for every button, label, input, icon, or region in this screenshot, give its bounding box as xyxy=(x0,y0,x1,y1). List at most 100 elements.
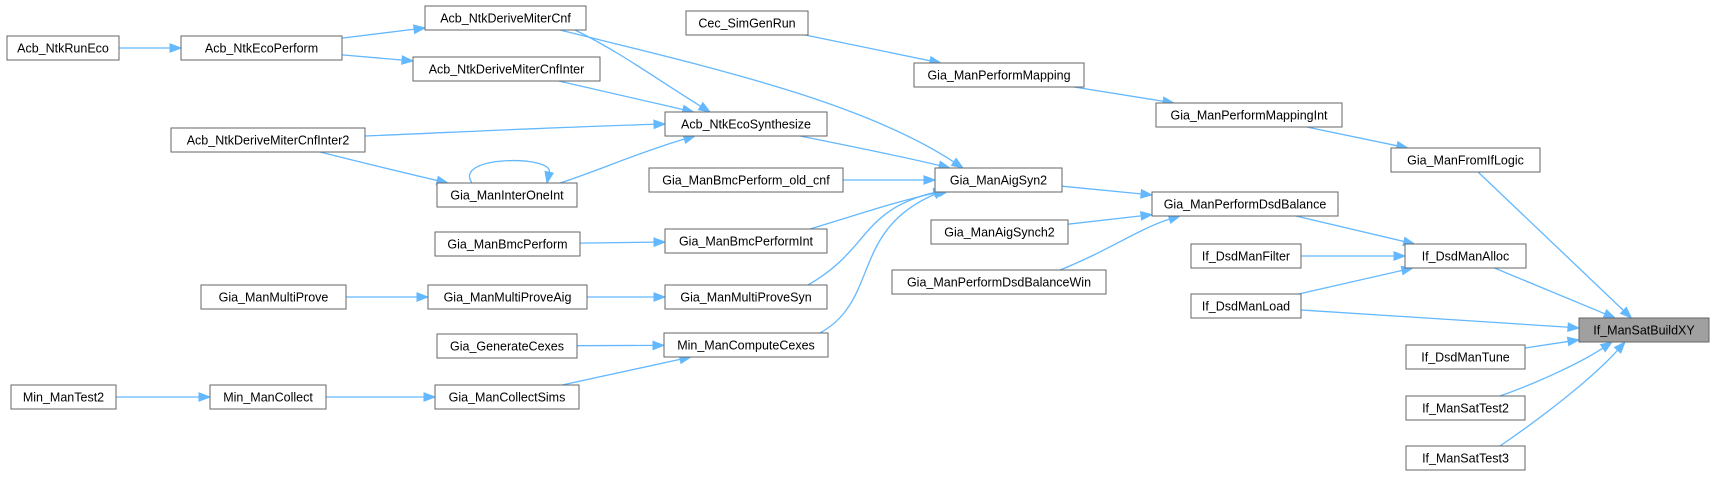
node-label: If_DsdManLoad xyxy=(1202,300,1290,314)
arrowhead-icon xyxy=(1140,188,1154,199)
edge-layer xyxy=(116,24,1633,447)
node-box xyxy=(1151,191,1339,217)
node-acb-ntk-derive-miter-cnf-inter[interactable]: Acb_NtkDeriveMiterCnfInter xyxy=(412,56,601,82)
edge-line xyxy=(805,34,932,62)
node-box xyxy=(1190,293,1302,319)
node-box xyxy=(934,167,1063,193)
node-box xyxy=(1190,243,1302,269)
arrowhead-icon xyxy=(652,340,666,351)
node-gia-man-perform-dsd-balance[interactable]: Gia_ManPerformDsdBalance xyxy=(1151,191,1339,217)
node-box xyxy=(424,5,587,31)
edge-min_man_collect-to-gia_man_collect_sims xyxy=(326,392,437,402)
node-label: Gia_ManBmcPerformInt xyxy=(679,235,814,249)
node-acb-ntk-derive-miter-cnf[interactable]: Acb_NtkDeriveMiterCnf xyxy=(424,5,587,31)
node-label: Gia_ManBmcPerform_old_cnf xyxy=(662,174,830,188)
edge-if_dsd_man_load-to-if_man_sat_build_xy xyxy=(1300,309,1581,333)
node-if-man-sat-build-xy[interactable]: If_ManSatBuildXY xyxy=(1578,317,1710,343)
edge-gia_man_perform_mapping_int-to-gia_man_from_if_logic xyxy=(1306,126,1410,151)
node-box xyxy=(209,384,327,410)
node-gia-man-aig-synch2[interactable]: Gia_ManAigSynch2 xyxy=(930,219,1069,245)
node-box xyxy=(685,10,809,36)
node-if-dsd-man-alloc[interactable]: If_DsdManAlloc xyxy=(1404,243,1527,269)
edge-cec_sim_gen_run-to-gia_man_perform_mapping xyxy=(805,34,943,66)
node-acb-ntk-run-eco[interactable]: Acb_NtkRunEco xyxy=(6,35,120,61)
node-gia-man-perform-mapping[interactable]: Gia_ManPerformMapping xyxy=(913,62,1085,88)
edge-acb_ntk_derive_miter_cnf_inter2-to-gia_man_inter_one_int xyxy=(319,151,450,186)
node-if-man-sat-test2[interactable]: If_ManSatTest2 xyxy=(1405,395,1526,421)
node-label: If_ManSatTest3 xyxy=(1422,452,1509,466)
node-label: Gia_ManInterOneInt xyxy=(450,189,564,203)
edge-line xyxy=(819,193,937,334)
node-gia-generate-cexes[interactable]: Gia_GenerateCexes xyxy=(436,333,578,359)
arrowhead-icon xyxy=(1599,341,1614,353)
node-gia-man-multi-prove-syn[interactable]: Gia_ManMultiProveSyn xyxy=(664,284,828,310)
edge-if_man_sat_test3-to-if_man_sat_build_xy xyxy=(1499,340,1626,447)
edge-if_man_sat_test2-to-if_man_sat_build_xy xyxy=(1499,341,1614,397)
edge-gia_man_bmc_perform-to-gia_man_bmc_perform_int xyxy=(579,237,667,248)
edge-line xyxy=(558,80,685,111)
edge-line xyxy=(1477,171,1625,312)
node-gia-man-bmc-perform-old-cnf[interactable]: Gia_ManBmcPerform_old_cnf xyxy=(648,167,844,193)
node-box xyxy=(663,332,829,358)
node-gia-man-aig-syn2[interactable]: Gia_ManAigSyn2 xyxy=(934,167,1063,193)
node-box xyxy=(436,182,578,208)
node-min-man-collect[interactable]: Min_ManCollect xyxy=(209,384,327,410)
node-label: Cec_SimGenRun xyxy=(698,17,795,31)
arrowhead-icon xyxy=(653,292,667,302)
edge-line xyxy=(341,28,416,39)
edge-if_dsd_man_filter-to-if_dsd_man_alloc xyxy=(1301,251,1407,261)
node-if-dsd-man-load[interactable]: If_DsdManLoad xyxy=(1190,293,1302,319)
edge-acb_ntk_derive_miter_cnf_inter-to-acb_ntk_eco_synthesize xyxy=(558,80,696,115)
node-min-man-compute-cexes[interactable]: Min_ManComputeCexes xyxy=(663,332,829,358)
node-box xyxy=(434,384,580,410)
node-label: Min_ManTest2 xyxy=(23,391,104,405)
node-gia-man-bmc-perform[interactable]: Gia_ManBmcPerform xyxy=(434,231,581,257)
node-gia-man-inter-one-int[interactable]: Gia_ManInterOneInt xyxy=(436,182,578,208)
node-gia-man-collect-sims[interactable]: Gia_ManCollectSims xyxy=(434,384,580,410)
node-label: Acb_NtkEcoPerform xyxy=(205,42,318,56)
edge-gia_man_multi_prove_aig-to-gia_man_multi_prove_syn xyxy=(587,292,667,302)
edge-min_man_test2-to-min_man_collect xyxy=(116,392,212,402)
edge-gia_man_multi_prove-to-gia_man_multi_prove_aig xyxy=(346,292,430,302)
edge-acb_ntk_derive_miter_cnf-to-gia_man_aig_syn2 xyxy=(559,29,965,169)
edge-gia_man_aig_syn2-to-gia_man_perform_dsd_balance xyxy=(1061,185,1154,199)
node-acb-ntk-eco-synthesize[interactable]: Acb_NtkEcoSynthesize xyxy=(664,111,828,137)
node-label: Gia_ManPerformDsdBalance xyxy=(1164,198,1327,212)
node-gia-man-bmc-perform-int[interactable]: Gia_ManBmcPerformInt xyxy=(664,228,828,254)
edge-if_dsd_man_load-to-if_dsd_man_alloc xyxy=(1298,265,1415,295)
node-label: Gia_ManPerformMapping xyxy=(927,69,1070,83)
node-box xyxy=(664,284,828,310)
node-gia-man-perform-mapping-int[interactable]: Gia_ManPerformMappingInt xyxy=(1155,102,1343,128)
node-if-dsd-man-filter[interactable]: If_DsdManFilter xyxy=(1190,243,1302,269)
node-acb-ntk-derive-miter-cnf-inter2[interactable]: Acb_NtkDeriveMiterCnfInter2 xyxy=(170,127,366,153)
node-label: Acb_NtkRunEco xyxy=(17,42,109,56)
edge-gia_man_aig_synch2-to-gia_man_perform_dsd_balance xyxy=(1067,211,1154,225)
node-gia-man-multi-prove[interactable]: Gia_ManMultiProve xyxy=(200,284,347,310)
arrowhead-icon xyxy=(1567,322,1581,333)
node-min-man-test2[interactable]: Min_ManTest2 xyxy=(10,384,117,410)
node-acb-ntk-eco-perform[interactable]: Acb_NtkEcoPerform xyxy=(180,35,343,61)
node-label: Gia_ManMultiProveAig xyxy=(444,291,572,305)
node-label: If_DsdManTune xyxy=(1421,351,1510,365)
edge-min_man_compute_cexes-to-gia_man_aig_syn2 xyxy=(819,189,947,334)
arrowhead-icon xyxy=(1602,309,1617,319)
node-label: Gia_ManMultiProveSyn xyxy=(680,291,811,305)
edge-line xyxy=(468,159,550,184)
arrowhead-icon xyxy=(1566,336,1581,347)
node-if-dsd-man-tune[interactable]: If_DsdManTune xyxy=(1405,344,1526,370)
edge-line xyxy=(799,135,941,167)
node-if-man-sat-test3[interactable]: If_ManSatTest3 xyxy=(1405,445,1526,471)
node-gia-man-multi-prove-aig[interactable]: Gia_ManMultiProveAig xyxy=(427,284,588,310)
node-gia-man-perform-dsd-balance-win[interactable]: Gia_ManPerformDsdBalanceWin xyxy=(891,269,1107,295)
node-box xyxy=(1390,147,1541,173)
arrowhead-icon xyxy=(1393,251,1407,261)
node-gia-man-from-if-logic[interactable]: Gia_ManFromIfLogic xyxy=(1390,147,1541,173)
arrowhead-icon xyxy=(169,43,183,53)
node-label: Gia_ManPerformDsdBalanceWin xyxy=(907,276,1091,290)
edge-line xyxy=(1499,347,1605,397)
node-box xyxy=(1404,243,1527,269)
edge-gia_man_bmc_perform_old_cnf-to-gia_man_aig_syn2 xyxy=(843,175,937,185)
edge-gia_man_inter_one_int-to-gia_man_inter_one_int xyxy=(468,159,555,185)
node-box xyxy=(436,333,578,359)
node-cec-sim-gen-run[interactable]: Cec_SimGenRun xyxy=(685,10,809,36)
